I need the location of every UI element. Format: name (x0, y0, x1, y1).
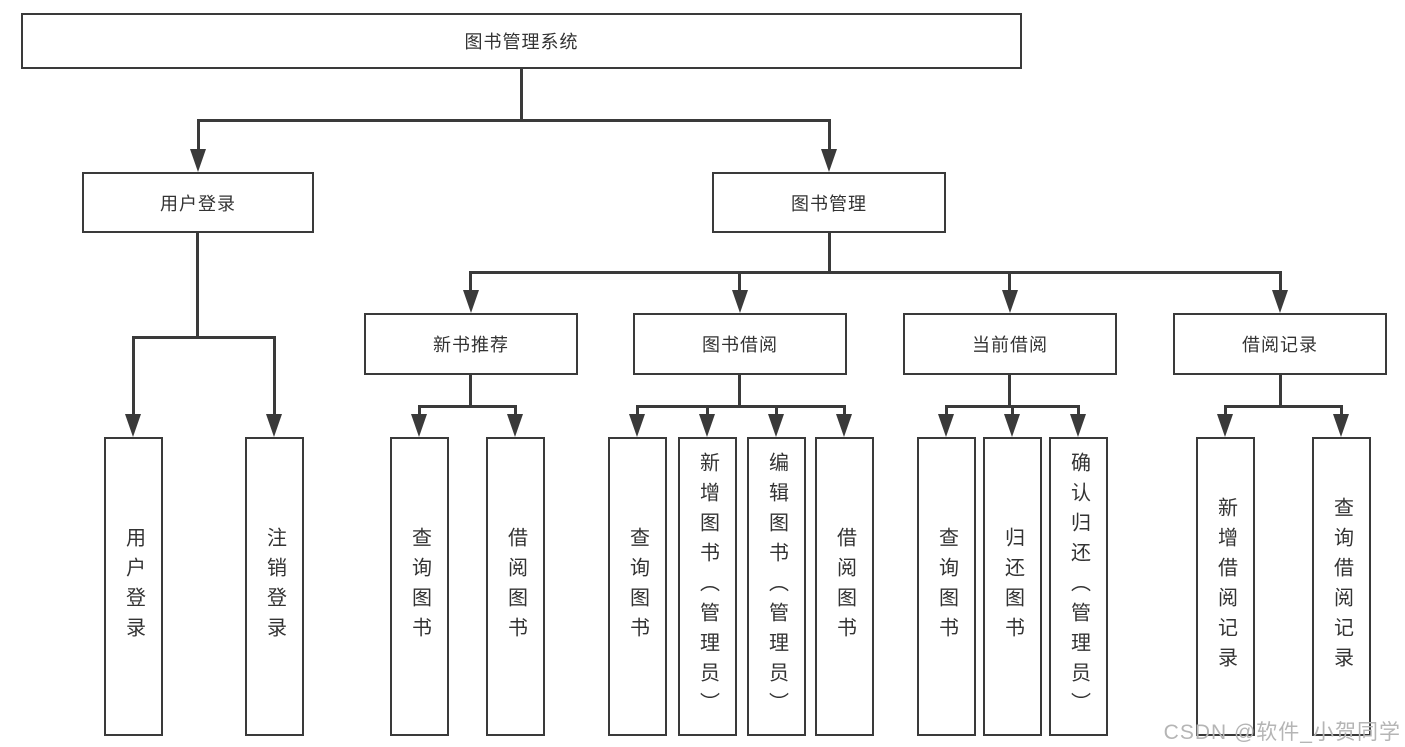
node-book-management: 图书管理 (712, 172, 946, 233)
connector-line (1077, 405, 1080, 417)
connector-line (469, 375, 472, 408)
leaf-label: 查询图书 (626, 526, 649, 647)
connector-line (828, 119, 831, 152)
arrow-down-icon (1004, 414, 1020, 437)
leaf-label: 查询借阅记录 (1330, 496, 1353, 677)
arrow-down-icon (507, 414, 523, 437)
leaf-logout: 注销登录 (245, 437, 304, 736)
leaf-return-books: 归还图书 (983, 437, 1042, 736)
connector-line (843, 405, 846, 417)
connector-line (520, 69, 523, 120)
connector-line (196, 233, 199, 336)
connector-line (1279, 271, 1282, 292)
leaf-label: 确认归还（管理员） (1067, 451, 1090, 722)
leaf-query-books-borrowing: 查询图书 (608, 437, 667, 736)
node-library-management-system: 图书管理系统 (21, 13, 1022, 69)
connector-line (828, 233, 831, 274)
connector-line (1340, 405, 1343, 417)
leaf-edit-books-admin: 编辑图书（管理员） (747, 437, 806, 736)
leaf-query-borrow-record: 查询借阅记录 (1312, 437, 1371, 736)
leaf-label: 查询图书 (935, 526, 958, 647)
node-current-borrowing: 当前借阅 (903, 313, 1117, 375)
node-label: 借阅记录 (1242, 335, 1318, 355)
arrow-down-icon (768, 414, 784, 437)
connector-line (132, 336, 275, 339)
leaf-add-borrow-record: 新增借阅记录 (1196, 437, 1255, 736)
connector-line (1224, 405, 1227, 417)
connector-line (469, 271, 472, 292)
connector-line (1224, 405, 1343, 408)
arrow-down-icon (1272, 290, 1288, 313)
leaf-confirm-return-admin: 确认归还（管理员） (1049, 437, 1108, 736)
leaf-borrow-books-recommend: 借阅图书 (486, 437, 545, 736)
connector-line (706, 405, 709, 417)
node-label: 用户登录 (160, 193, 236, 214)
connector-line (273, 336, 276, 415)
arrow-down-icon (463, 290, 479, 313)
connector-line (418, 405, 421, 417)
arrow-down-icon (732, 290, 748, 313)
leaf-query-books-current: 查询图书 (917, 437, 976, 736)
node-label: 新书推荐 (433, 335, 509, 355)
leaf-label: 新增借阅记录 (1214, 496, 1237, 677)
leaf-label: 编辑图书（管理员） (765, 451, 788, 722)
leaf-label: 用户登录 (122, 526, 145, 647)
arrow-down-icon (1217, 414, 1233, 437)
node-borrowing-records: 借阅记录 (1173, 313, 1387, 375)
arrow-down-icon (1333, 414, 1349, 437)
leaf-borrow-books-borrowing: 借阅图书 (815, 437, 874, 736)
connector-line (636, 405, 639, 417)
leaf-query-books-recommend: 查询图书 (390, 437, 449, 736)
node-label: 图书借阅 (702, 335, 778, 355)
leaf-label: 借阅图书 (833, 526, 856, 647)
arrow-down-icon (411, 414, 427, 437)
arrow-down-icon (836, 414, 852, 437)
arrow-down-icon (125, 414, 141, 437)
leaf-label: 借阅图书 (504, 526, 527, 647)
connector-line (197, 119, 831, 122)
connector-line (945, 405, 948, 417)
arrow-down-icon (1002, 290, 1018, 313)
connector-line (418, 405, 517, 408)
leaf-label: 查询图书 (408, 526, 431, 647)
arrow-down-icon (699, 414, 715, 437)
node-user-login: 用户登录 (82, 172, 314, 233)
connector-line (1279, 375, 1282, 408)
connector-line (775, 405, 778, 417)
arrow-down-icon (629, 414, 645, 437)
connector-line (514, 405, 517, 417)
connector-line (197, 119, 200, 152)
node-book-borrowing: 图书借阅 (633, 313, 847, 375)
connector-line (132, 336, 135, 415)
leaf-user-login: 用户登录 (104, 437, 163, 736)
connector-line (738, 375, 741, 408)
arrow-down-icon (938, 414, 954, 437)
arrow-down-icon (1070, 414, 1086, 437)
leaf-label: 注销登录 (263, 526, 286, 647)
connector-line (1008, 375, 1011, 408)
leaf-label: 归还图书 (1001, 526, 1024, 647)
connector-line (1008, 271, 1011, 292)
leaf-label: 新增图书（管理员） (696, 451, 719, 722)
arrow-down-icon (190, 149, 206, 172)
node-label: 图书管理系统 (464, 32, 579, 52)
arrow-down-icon (821, 149, 837, 172)
connector-line (738, 271, 741, 292)
node-new-book-recommendation: 新书推荐 (364, 313, 578, 375)
connector-line (1011, 405, 1014, 417)
connector-line (469, 271, 1282, 274)
csdn-watermark: CSDN @软件_小贺同学 (1163, 721, 1401, 744)
node-label: 当前借阅 (972, 335, 1048, 355)
arrow-down-icon (266, 414, 282, 437)
connector-line (636, 405, 846, 408)
node-label: 图书管理 (791, 193, 867, 214)
leaf-add-books-admin: 新增图书（管理员） (678, 437, 737, 736)
